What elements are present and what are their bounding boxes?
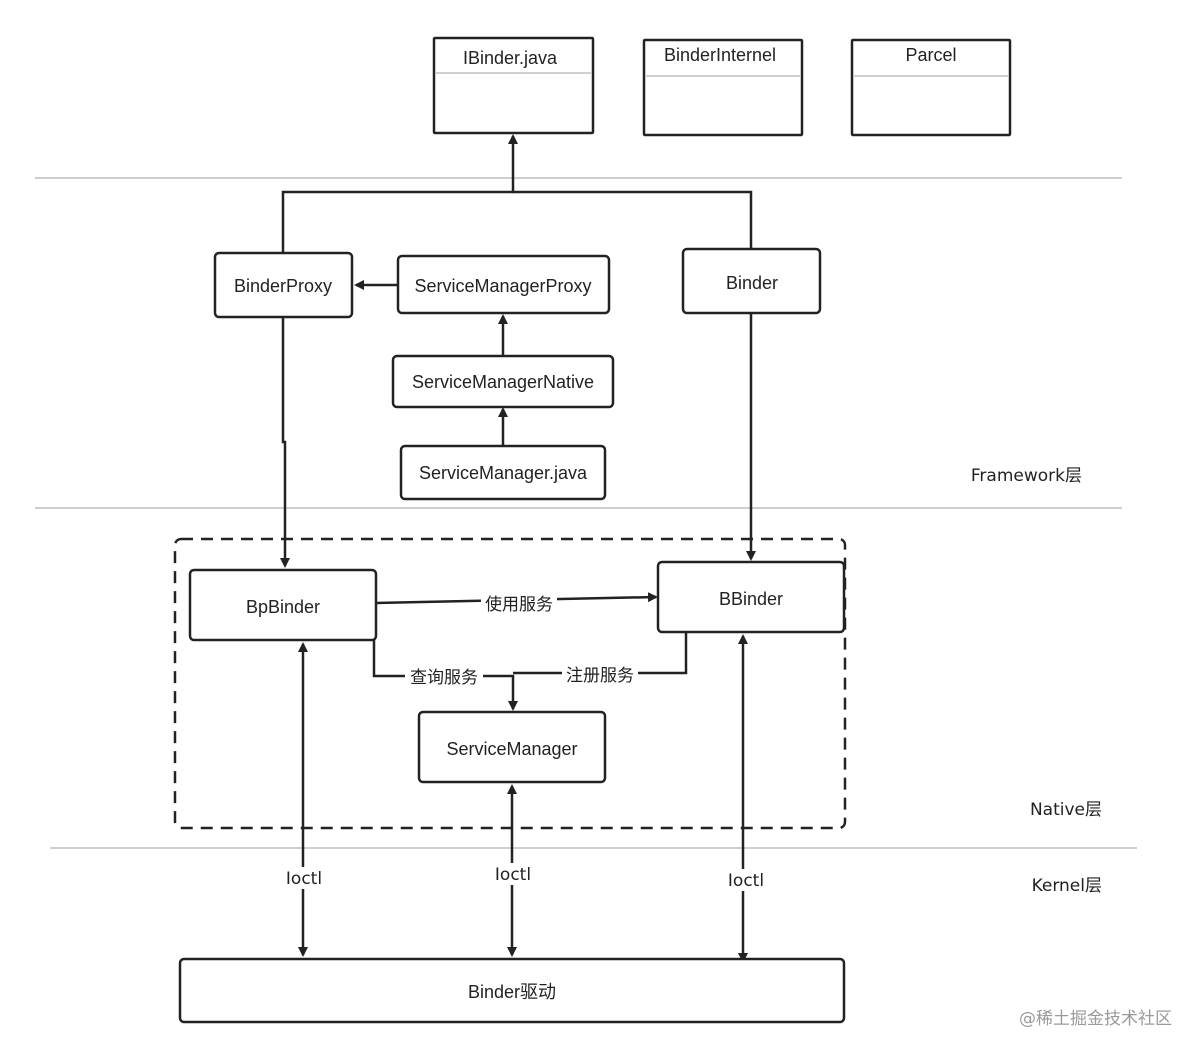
layer-label-kernel: Kernel层 — [1032, 876, 1102, 896]
class-parcel: Parcel — [850, 38, 1012, 137]
node-b-binder: BBinder — [656, 560, 846, 634]
edge-label-use-service: 使用服务 — [485, 594, 553, 615]
node-binder-proxy: BinderProxy — [213, 251, 354, 319]
class-ibinder-title: IBinder.java — [463, 48, 558, 68]
node-binder-driver-label: Binder驱动 — [468, 982, 556, 1002]
node-service-manager-label: ServiceManager — [446, 739, 577, 759]
node-binder: Binder — [681, 247, 822, 315]
edge-binderproxy-to-bpbinder — [280, 317, 290, 568]
class-binder-internel-title: BinderInternel — [664, 45, 776, 65]
edge-label-query-service: 查询服务 — [410, 668, 478, 688]
node-binder-driver: Binder驱动 — [178, 957, 846, 1024]
node-bp-binder: BpBinder — [188, 568, 378, 642]
node-service-manager-native-label: ServiceManagerNative — [412, 372, 594, 392]
node-service-manager-proxy-label: ServiceManagerProxy — [414, 276, 591, 296]
node-binder-label: Binder — [726, 273, 778, 293]
class-binder-internel: BinderInternel — [642, 38, 804, 137]
layer-label-framework: Framework层 — [971, 466, 1082, 486]
class-ibinder: IBinder.java — [432, 36, 595, 135]
edge-binder-to-ibinder — [508, 134, 753, 249]
node-service-manager-java-label: ServiceManager.java — [419, 463, 588, 483]
edge-label-ioctl-left: Ioctl — [286, 869, 322, 889]
node-service-manager-native: ServiceManagerNative — [391, 354, 615, 409]
node-binder-proxy-label: BinderProxy — [234, 276, 332, 296]
edge-label-ioctl-mid: Ioctl — [495, 865, 531, 885]
node-bp-binder-label: BpBinder — [246, 597, 320, 617]
edge-label-register-service: 注册服务 — [566, 666, 634, 686]
node-service-manager-proxy: ServiceManagerProxy — [396, 254, 611, 315]
node-service-manager: ServiceManager — [417, 710, 607, 784]
node-service-manager-java: ServiceManager.java — [399, 444, 607, 501]
layer-label-native: Native层 — [1030, 800, 1102, 820]
edge-binderproxy-to-ibinder — [281, 190, 513, 252]
node-b-binder-label: BBinder — [719, 589, 783, 609]
edge-label-ioctl-right: Ioctl — [728, 871, 764, 891]
class-parcel-title: Parcel — [905, 45, 956, 65]
watermark: @稀土掘金技术社区 — [1019, 1009, 1172, 1029]
